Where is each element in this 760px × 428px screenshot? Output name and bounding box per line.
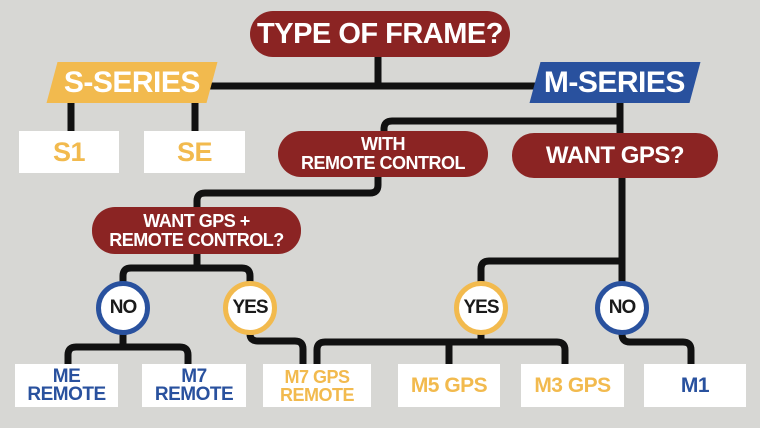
connector-no1-split — [64, 343, 192, 366]
connector-gpsrc-split — [119, 264, 254, 284]
question-want-gps: WANT GPS? — [512, 133, 718, 178]
branch-m-series: M-SERIES — [529, 62, 701, 103]
product-s1: S1 — [19, 131, 119, 173]
product-m1: M1 — [644, 364, 746, 407]
decision-yes-right: YES — [454, 281, 508, 335]
m5-gps-label: M5 GPS — [410, 373, 488, 397]
product-se-label: SE — [176, 136, 213, 167]
want-gps-label: WANT GPS? — [545, 141, 685, 169]
product-m5-gps: M5 GPS — [398, 364, 500, 407]
m-series-label: M-SERIES — [544, 65, 686, 99]
question-want-gps-remote: WANT GPS + REMOTE CONTROL? — [92, 207, 301, 254]
decision-yes-left-label: YES — [232, 297, 268, 318]
m1-label: M1 — [680, 373, 710, 397]
product-m7-gps-remote: M7 GPS REMOTE — [263, 364, 371, 407]
with-remote-line1: WITH — [361, 134, 405, 154]
decision-no-right-label: NO — [608, 297, 636, 318]
m3-gps-label: M3 GPS — [534, 373, 611, 397]
product-me-remote: ME REMOTE — [15, 364, 118, 407]
root-question-type-of-frame: TYPE OF FRAME? — [250, 11, 510, 57]
decision-no-right: NO — [595, 281, 649, 335]
connector-yes2-bus — [313, 338, 569, 366]
connector-gps-yes-branch — [477, 257, 622, 284]
m7-remote-line1: M7 — [181, 365, 207, 387]
connector-with-branch — [380, 117, 620, 136]
root-question-label: TYPE OF FRAME? — [257, 17, 503, 50]
connector-yes1-elbow — [246, 330, 307, 366]
decision-no-left: NO — [96, 281, 150, 335]
s-series-label: S-SERIES — [63, 65, 201, 99]
product-m3-gps: M3 GPS — [521, 364, 624, 407]
m7-gps-remote-line1: M7 GPS — [284, 366, 350, 387]
want-gps-remote-line1: WANT GPS + — [143, 210, 250, 231]
decision-no-left-label: NO — [109, 297, 137, 318]
product-se: SE — [144, 131, 245, 173]
m7-remote-line2: REMOTE — [154, 383, 234, 405]
decision-yes-left: YES — [223, 281, 277, 335]
connector-no2-elbow — [618, 330, 695, 366]
question-with-remote-control: WITH REMOTE CONTROL — [278, 131, 488, 177]
with-remote-line2: REMOTE CONTROL — [301, 153, 466, 173]
branch-s-series: S-SERIES — [46, 62, 218, 103]
m7-gps-remote-line2: REMOTE — [279, 384, 355, 405]
connector-with-to-gpsrc — [193, 174, 382, 210]
product-s1-label: S1 — [52, 136, 86, 167]
want-gps-remote-line2: REMOTE CONTROL? — [109, 229, 284, 250]
product-m7-remote: M7 REMOTE — [142, 364, 246, 407]
decision-yes-right-label: YES — [463, 297, 499, 318]
me-remote-line1: ME — [52, 365, 81, 387]
me-remote-line2: REMOTE — [27, 383, 106, 405]
